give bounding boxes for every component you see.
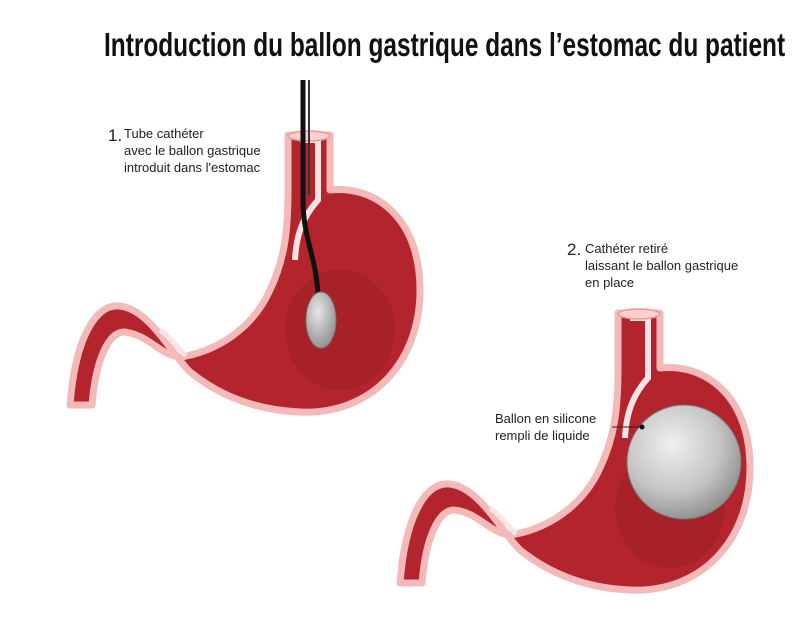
deflated-balloon [305,291,337,349]
caption-line: Tube cathéter [124,126,204,141]
caption-line: Cathéter retiré [585,241,669,256]
balloon-label: Ballon en silicone rempli de liquide [495,410,596,444]
stomach-step1 [70,80,420,412]
step1-caption: Tube cathéter avec le ballon gastrique i… [124,125,261,176]
caption-line: laissant le ballon gastrique [585,258,739,273]
step2-number: 2. [567,240,582,259]
caption-line: Ballon en silicone [495,411,597,426]
caption-line: en place [585,275,635,290]
inflated-balloon [626,404,742,520]
step1-number: 1. [108,126,123,145]
catheter-tube [300,80,321,301]
step2-caption: Cathéter retiré laissant le ballon gastr… [585,240,738,291]
page-title: Introduction du ballon gastrique dans l’… [104,26,786,63]
caption-line: rempli de liquide [495,428,590,443]
caption-line: avec le ballon gastrique [124,143,261,158]
caption-line: introduit dans l'estomac [124,160,261,175]
